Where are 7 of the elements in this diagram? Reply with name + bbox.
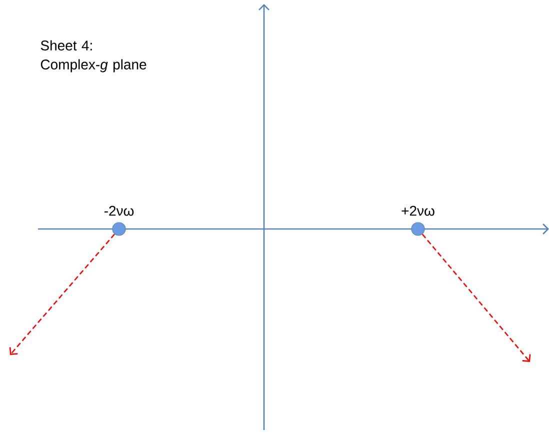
- arrow: [422, 234, 531, 362]
- point-label: -2νω: [104, 206, 134, 216]
- point-marker: [411, 222, 425, 236]
- title: Sheet 4: Complex-g plane: [40, 40, 146, 72]
- point-marker: [112, 222, 126, 236]
- arrow: [9, 234, 116, 355]
- point-label: +2νω: [402, 206, 434, 216]
